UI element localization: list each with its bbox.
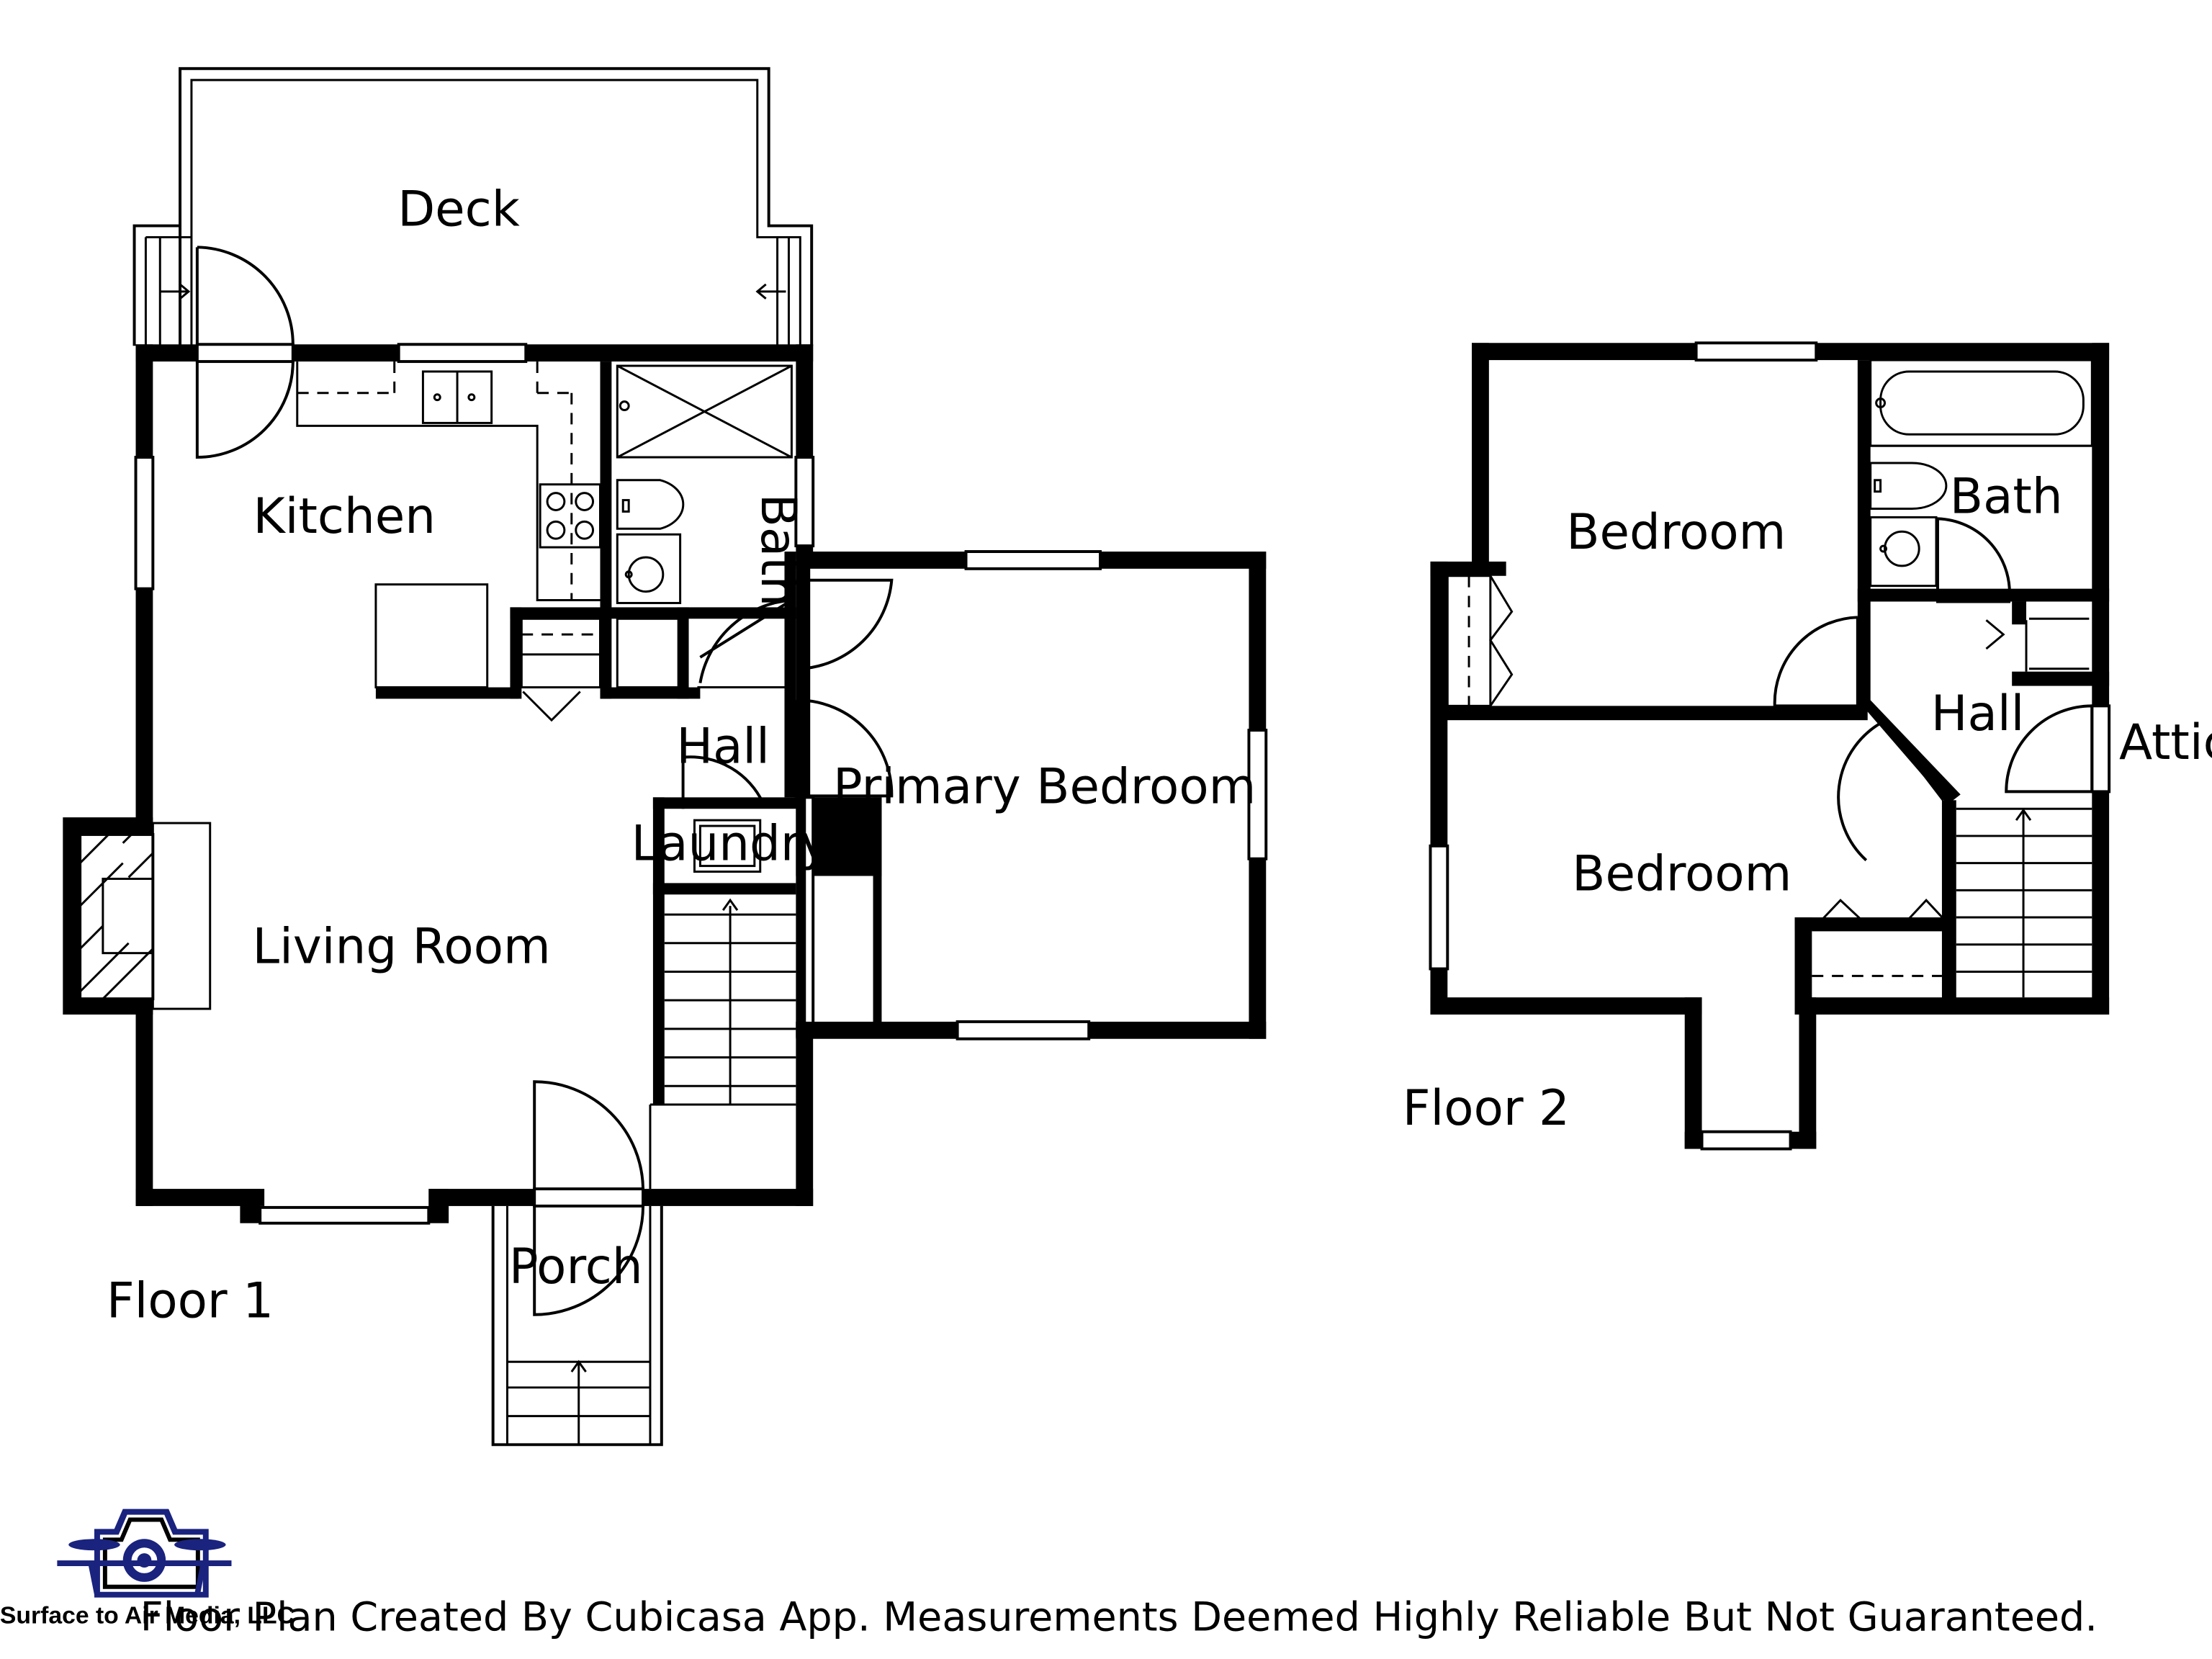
- room-label-primary-bedroom: Primary Bedroom: [833, 757, 1256, 814]
- kitchen-island: [374, 583, 489, 689]
- room-label-laundry: Laundry: [631, 815, 830, 872]
- closets-floor-2: [1446, 575, 1947, 977]
- fireplace-icon: [78, 822, 212, 1010]
- floor-1-label: Floor 1: [107, 1272, 274, 1329]
- floor-2-windows: [1429, 341, 2111, 1151]
- room-label-bath-2: Bath: [1950, 467, 2063, 524]
- room-label-kitchen: Kitchen: [253, 487, 436, 544]
- floor-1-doors: [195, 246, 894, 1316]
- floor-1: Deck Kitchen Bath Hall Primary Bedroom L…: [63, 67, 1268, 1447]
- room-label-living-room: Living Room: [253, 918, 551, 975]
- floor-2-labels: Bedroom Bath Hall Attic Bedroom Floor 2: [1403, 467, 2212, 1136]
- deck: [132, 67, 814, 346]
- room-label-bath: Bath: [750, 494, 807, 607]
- bath-1-fixtures: [616, 364, 793, 689]
- toilet-icon: [616, 479, 685, 530]
- stairs-floor-2: [1956, 807, 2092, 998]
- floor-2-label: Floor 2: [1403, 1079, 1570, 1136]
- room-label-deck: Deck: [397, 181, 520, 238]
- company-logo: Surface to Air Media, LLC: [0, 1509, 295, 1629]
- floor-2: Bedroom Bath Hall Attic Bedroom Floor 2: [1403, 341, 2212, 1151]
- room-label-bedroom-south: Bedroom: [1572, 845, 1791, 902]
- porch: [491, 1205, 663, 1447]
- floor-2-walls: [1430, 343, 2110, 1149]
- room-label-porch: Porch: [509, 1238, 643, 1295]
- floor-1-windows: [134, 343, 1268, 1225]
- laundry-fixtures: [693, 819, 762, 873]
- floor-2-doors: [1773, 517, 2094, 862]
- room-label-bedroom-north: Bedroom: [1566, 503, 1786, 560]
- room-label-hall-2: Hall: [1931, 685, 2025, 742]
- footer-disclaimer: Floor Plan Created By Cubicasa App. Meas…: [140, 1593, 2098, 1640]
- floor-1-walls: [63, 344, 1267, 1223]
- bath-2-fixtures: [1869, 359, 2093, 588]
- logo-company-name: Surface to Air Media, LLC: [0, 1601, 295, 1629]
- vanity-icon: [616, 533, 682, 604]
- room-label-hall: Hall: [676, 718, 770, 775]
- stove-icon: [539, 483, 601, 549]
- vanity-icon: [1869, 516, 1938, 588]
- toilet-icon: [1869, 462, 1948, 510]
- stairs-floor-1: [649, 898, 796, 1190]
- floor-1-labels: Deck Kitchen Bath Hall Primary Bedroom L…: [107, 181, 1256, 1329]
- kitchen-fixtures: [296, 361, 601, 689]
- room-label-attic: Attic: [2119, 714, 2212, 770]
